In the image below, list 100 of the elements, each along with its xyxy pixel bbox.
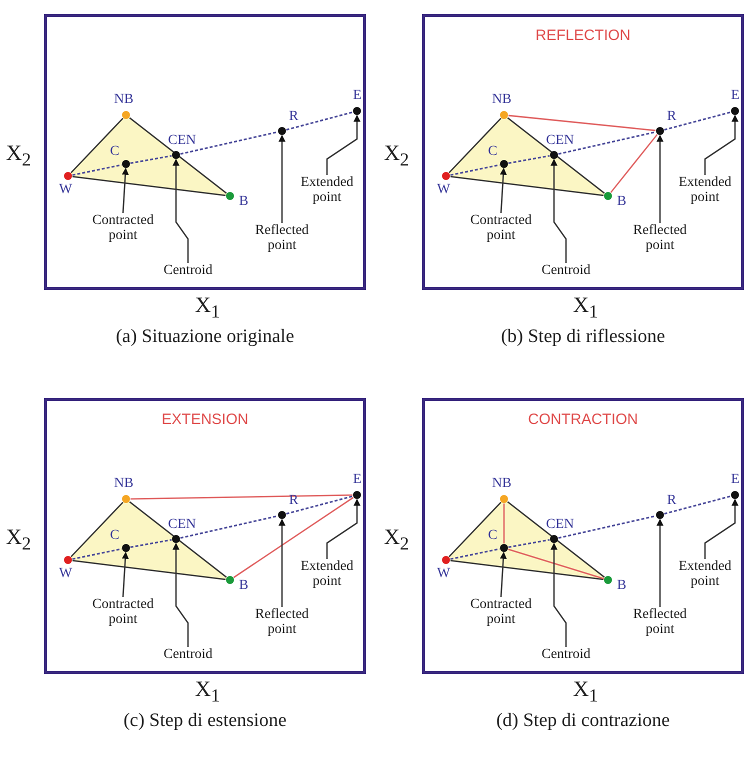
dotted-line [72, 164, 122, 176]
axis-label: X$_{2}$ [6, 524, 32, 554]
simplex-edge [610, 134, 658, 193]
point-label: C [110, 529, 120, 543]
callout-text: Extended point [287, 559, 367, 590]
point-label: NB [492, 477, 512, 491]
point-label: C [488, 145, 498, 159]
point-label: B [617, 195, 626, 209]
callout-text: Extended point [665, 175, 745, 206]
simplex-edge [129, 501, 227, 578]
axis-label: X$_{2}$ [6, 140, 32, 170]
callout-text: Contracted point [83, 597, 163, 628]
point-label: W [59, 567, 72, 581]
simplex-edge [72, 560, 226, 580]
leader-line [172, 158, 189, 263]
simplex-edge [450, 560, 604, 580]
point-label: E [731, 473, 740, 487]
dotted-line [508, 155, 550, 164]
point-label: R [667, 110, 676, 124]
step-heading: REFLECTION [534, 27, 632, 44]
leader-line [550, 158, 567, 263]
dotted-line [130, 539, 172, 548]
plot-frame [44, 398, 366, 674]
dotted-line [130, 155, 172, 164]
callout-text: Centroid [148, 647, 228, 662]
figure-caption: (d) Step di contrazione [495, 710, 671, 732]
dotted-line [558, 515, 656, 539]
point-label: CEN [546, 134, 574, 148]
dotted-line [286, 111, 353, 131]
callout-text: Contracted point [461, 597, 541, 628]
leader-line [656, 134, 664, 223]
simplex-edge [507, 117, 605, 194]
point-label: W [437, 183, 450, 197]
point-label: CEN [546, 518, 574, 532]
point-label: B [239, 195, 248, 209]
point-label: NB [492, 93, 512, 107]
plot-frame [422, 398, 744, 674]
leader-line [122, 552, 129, 598]
callout-text: Centroid [526, 263, 606, 278]
point-label: C [488, 529, 498, 543]
figure-caption: (c) Step di estensione [122, 710, 288, 732]
axis-label: X$_{2}$ [384, 524, 410, 554]
leader-line [326, 114, 360, 175]
point-label: W [437, 567, 450, 581]
dotted-line [180, 515, 278, 539]
callout-text: Reflected point [242, 223, 322, 254]
point-label: E [353, 89, 362, 103]
simplex-edge [70, 502, 124, 558]
axis-label: X$_{1}$ [573, 676, 598, 706]
callout-text: Extended point [287, 175, 367, 206]
leader-line [550, 542, 567, 647]
point-label: C [110, 145, 120, 159]
point-label: B [617, 579, 626, 593]
axis-label: X$_{1}$ [195, 676, 220, 706]
point-label: NB [114, 477, 134, 491]
dotted-line [450, 548, 500, 560]
figure-caption: (a) Situazione originale [114, 326, 296, 348]
simplex-edge [503, 504, 505, 544]
simplex-edge [448, 118, 502, 174]
simplex-edge [129, 117, 227, 194]
callout-text: Reflected point [620, 607, 700, 638]
axis-label: X$_{1}$ [195, 292, 220, 322]
axis-label: X$_{1}$ [573, 292, 598, 322]
leader-line [172, 542, 189, 647]
dotted-line [558, 131, 656, 155]
dotted-line [508, 539, 550, 548]
dotted-line [450, 164, 500, 176]
point-label: CEN [168, 518, 196, 532]
point-label: B [239, 579, 248, 593]
simplex-edge [72, 176, 226, 196]
dotted-line [664, 495, 731, 515]
dotted-line [286, 495, 353, 515]
leader-line [278, 518, 286, 607]
point-label: R [289, 494, 298, 508]
callout-text: Reflected point [620, 223, 700, 254]
point-label: R [667, 494, 676, 508]
plot-frame [44, 14, 366, 290]
leader-line [500, 552, 507, 598]
point-label: E [353, 473, 362, 487]
simplex-edge [508, 548, 604, 580]
callout-text: Contracted point [83, 213, 163, 244]
dotted-line [72, 548, 122, 560]
step-heading: CONTRACTION [527, 411, 639, 428]
callout-text: Contracted point [461, 213, 541, 244]
point-label: CEN [168, 134, 196, 148]
dotted-line [664, 111, 731, 131]
callout-text: Centroid [148, 263, 228, 278]
plot-frame [422, 14, 744, 290]
simplex-edge [448, 502, 502, 558]
point-label: NB [114, 93, 134, 107]
step-heading: EXTENSION [160, 411, 250, 428]
simplex-edge [508, 114, 656, 132]
leader-line [500, 168, 507, 214]
simplex-edge [507, 501, 605, 578]
simplex-edge [130, 494, 353, 500]
point-label: R [289, 110, 298, 124]
point-label: W [59, 183, 72, 197]
callout-text: Extended point [665, 559, 745, 590]
leader-line [656, 518, 664, 607]
callout-text: Centroid [526, 647, 606, 662]
